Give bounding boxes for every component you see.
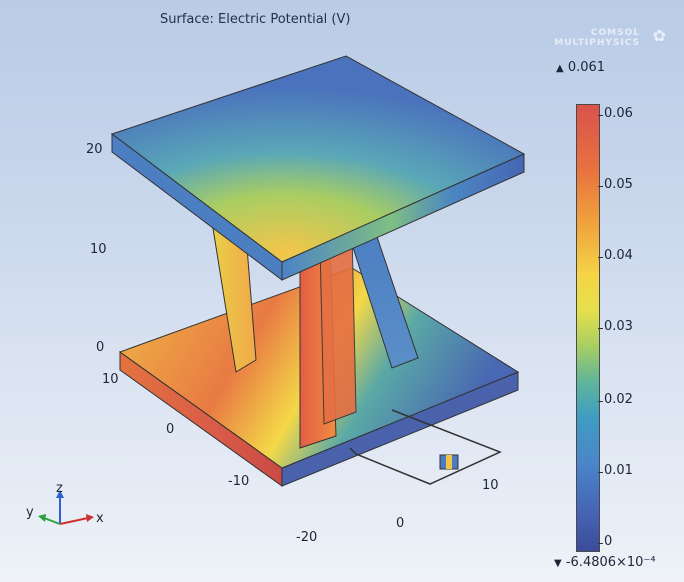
y-axis-tick: -20 [296,530,318,545]
y-axis-tick: 0 [166,422,175,437]
z-axis-tick: 20 [86,142,103,157]
circuit-wire [349,409,502,485]
colorbar-tick: 0.04 [604,248,633,263]
colorbar-tick-mark [598,543,603,544]
colorbar-max-label: ▲ 0.061 [556,60,606,75]
z-axis-tick: 10 [90,242,107,257]
x-axis-arrow [59,517,89,525]
triangle-down-icon: ▼ [554,558,562,569]
x-axis-tick: 10 [482,478,499,493]
triangle-up-icon: ▲ [556,63,564,74]
colorbar-tick: 0.06 [604,106,633,121]
x-axis-tick: 0 [396,516,405,531]
colorbar-tick-mark [598,257,603,258]
colorbar-tick: 0.05 [604,177,633,192]
colorbar-tick: 0.01 [604,463,633,478]
triad-x-label: x [96,511,104,526]
colorbar-tick-mark [598,328,603,329]
colorbar [576,104,600,552]
colorbar-tick-mark [598,115,603,116]
top-plate-right-face [281,153,525,281]
colorbar-min-label: ▼ -6.4806×10⁻⁴ [554,555,656,570]
colorbar-tick: 0 [604,534,613,549]
y-axis-tick: 10 [102,372,119,387]
colorbar-tick-mark [598,186,603,187]
colorbar-tick-mark [598,472,603,473]
y-axis-tick: -10 [228,474,250,489]
triad-z-label: z [56,481,63,496]
colorbar-tick-mark [598,401,603,402]
top-plate-top-face [110,55,526,263]
axis-triad: z x y [26,481,104,526]
comsol-logo-icon: ✿ [652,26,666,45]
z-axis-tick: 0 [96,340,105,355]
plot-title: Surface: Electric Potential (V) [160,12,351,27]
comsol-logo: COMSOL MULTIPHYSICS [554,28,640,48]
y-axis-arrow [43,517,61,525]
colorbar-tick: 0.02 [604,392,633,407]
colorbar-tick: 0.03 [604,319,633,334]
triad-y-label: y [26,505,34,520]
